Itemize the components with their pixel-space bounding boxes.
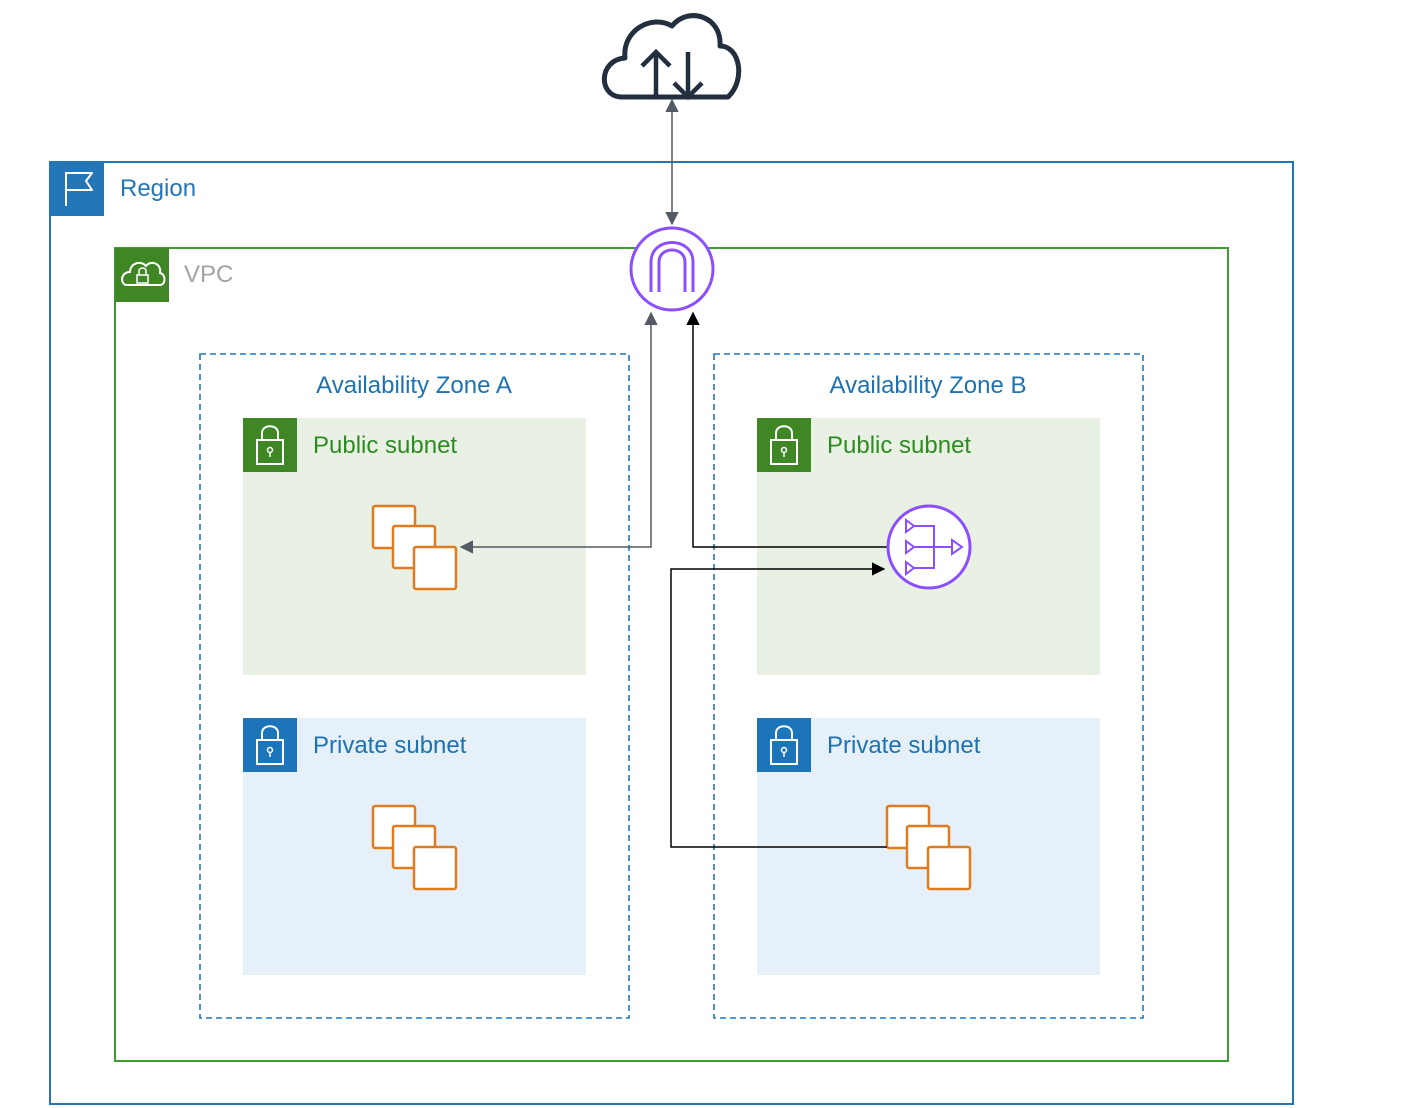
nat-gateway-to-igw-link (686, 311, 887, 548)
lock-icon (256, 425, 284, 465)
lock-icon (770, 425, 798, 465)
internet-gateway-icon (629, 226, 715, 312)
instances-icon (371, 504, 458, 591)
private-subnet-a: Private subnet (243, 718, 586, 975)
lock-icon (770, 725, 798, 765)
connectors (459, 98, 887, 848)
zone-a-label: Availability Zone A (316, 372, 512, 399)
region-label: Region (120, 175, 196, 202)
instances-icon (371, 804, 458, 891)
availability-zone-b: Availability Zone B (713, 353, 1144, 1019)
private-subnet-b-label: Private subnet (827, 732, 981, 759)
lock-icon (256, 725, 284, 765)
public-instances-link (459, 311, 658, 554)
instances-icon (885, 804, 972, 891)
region-container: Region (49, 161, 1294, 1105)
private-subnet-a-label: Private subnet (313, 732, 467, 759)
vpc-label: VPC (184, 261, 233, 288)
private-instances-to-nat-link (670, 562, 887, 848)
public-subnet-b-label: Public subnet (827, 432, 971, 459)
public-subnet-a-label: Public subnet (313, 432, 457, 459)
zone-b-label: Availability Zone B (830, 372, 1027, 399)
flag-icon (65, 172, 93, 206)
nat-gateway-icon (886, 504, 972, 590)
cloud-lock-icon (121, 261, 166, 286)
cloud-upload-download-icon (601, 13, 742, 101)
